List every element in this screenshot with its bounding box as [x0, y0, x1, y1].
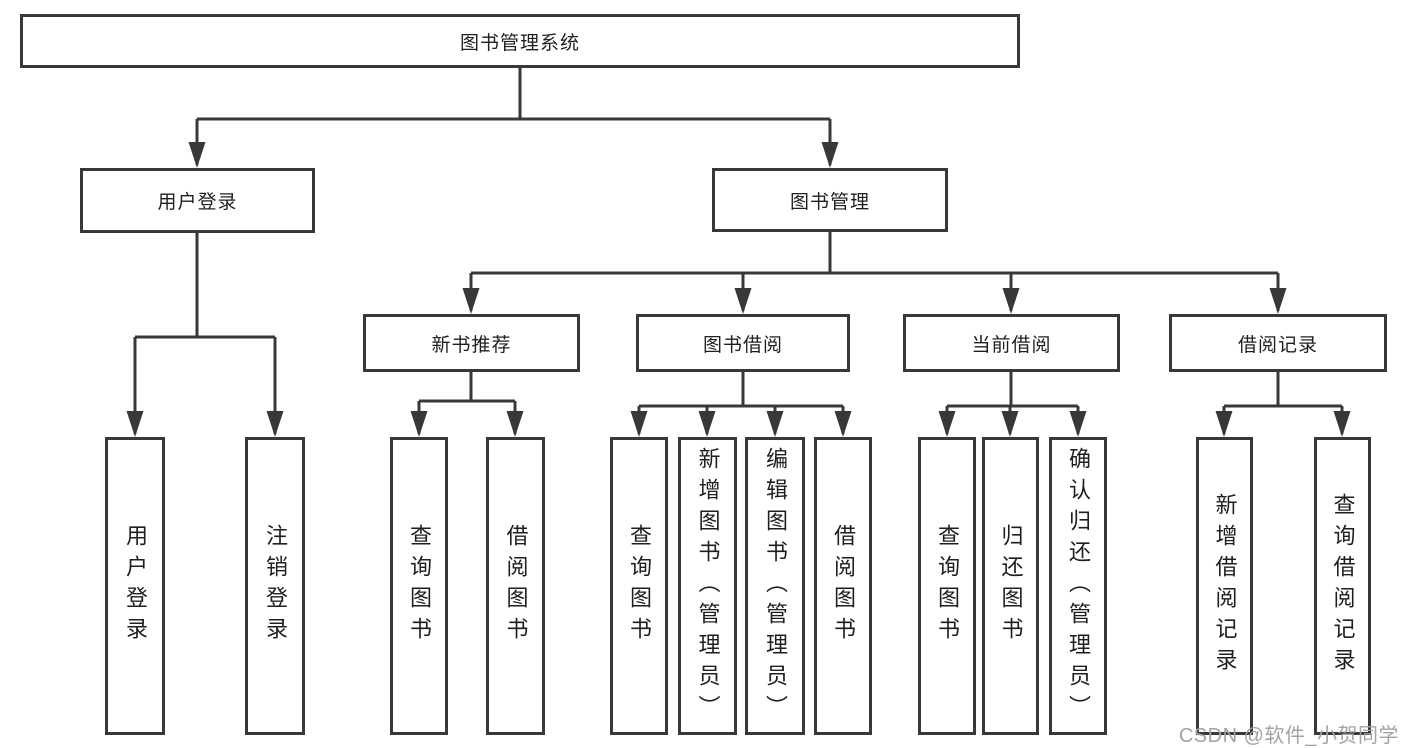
- node-new-book-recommend: 新书推荐: [363, 314, 580, 372]
- node-book-management-branch: 图书管理: [712, 168, 948, 232]
- leaf-query-books-current: 查询图书: [918, 437, 976, 735]
- leaf-add-book-admin: 新增图书（管理员）: [678, 437, 737, 735]
- leaf-return-books: 归还图书: [982, 437, 1039, 735]
- node-current-borrow: 当前借阅: [903, 314, 1120, 372]
- leaf-query-books-recommend: 查询图书: [390, 437, 448, 735]
- connector-borrow-to-leaves: [637, 372, 845, 434]
- leaf-user-login: 用户登录: [105, 437, 165, 735]
- node-system-root: 图书管理系统: [20, 14, 1020, 68]
- connector-userlogin-to-leaves: [133, 233, 277, 434]
- connector-newbooks-to-leaves: [417, 372, 517, 434]
- node-user-login-branch: 用户登录: [80, 168, 315, 233]
- leaf-confirm-return-admin: 确认归还（管理员）: [1049, 437, 1107, 735]
- leaf-edit-book-admin: 编辑图书（管理员）: [745, 437, 805, 735]
- connector-records-to-leaves: [1222, 372, 1344, 434]
- node-book-borrow: 图书借阅: [636, 314, 850, 372]
- arrowheads: [126, 142, 1351, 437]
- leaf-query-books-borrow: 查询图书: [610, 437, 668, 735]
- csdn-watermark: CSDN @软件_小贺同学: [1178, 725, 1399, 747]
- leaf-add-borrow-record: 新增借阅记录: [1196, 437, 1253, 735]
- leaf-query-borrow-record: 查询借阅记录: [1314, 437, 1371, 735]
- node-borrow-records: 借阅记录: [1169, 314, 1387, 372]
- leaf-borrow-books-recommend: 借阅图书: [486, 437, 545, 735]
- connector-bookmgmt-to-level3: [469, 232, 1280, 311]
- connector-root-to-level2: [195, 68, 832, 165]
- leaf-logout: 注销登录: [245, 437, 305, 735]
- leaf-borrow-books: 借阅图书: [814, 437, 872, 735]
